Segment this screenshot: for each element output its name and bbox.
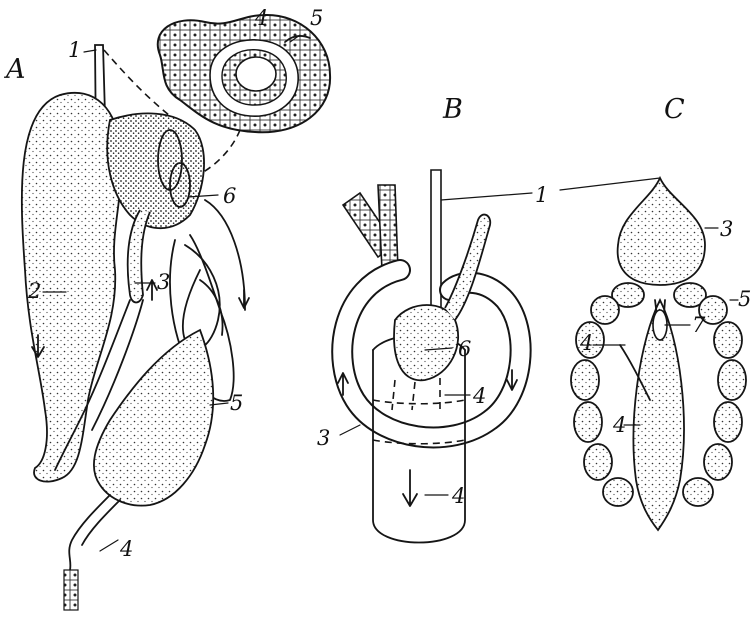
label-a-4: 4 xyxy=(119,537,133,561)
label-a-2: 2 xyxy=(27,279,41,303)
label-c-3: 3 xyxy=(720,217,733,241)
panel-a: A 1 2 3 4 5 6 4 5 xyxy=(3,6,330,610)
label-c-7: 7 xyxy=(692,313,706,337)
bulb-3 xyxy=(618,178,705,285)
label-a-5: 5 xyxy=(230,391,243,415)
panel-b-letter: B xyxy=(442,94,463,125)
arrow-down-4 xyxy=(403,470,417,506)
panel-c-letter: C xyxy=(664,94,685,125)
label-a-inset-5: 5 xyxy=(310,6,323,30)
tip-segments xyxy=(64,570,78,610)
mesh-6 xyxy=(107,113,204,228)
label-c-4-left: 4 xyxy=(579,331,593,355)
label-a-3: 3 xyxy=(157,270,170,294)
label-c-5: 5 xyxy=(738,287,751,311)
panel-a-letter: A xyxy=(3,54,26,85)
panel-c: C 3 4 4 5 7 xyxy=(560,94,751,530)
inset-cross-section xyxy=(158,15,330,132)
label-b-3: 3 xyxy=(317,426,330,450)
label-b-4-lower: 4 xyxy=(451,484,465,508)
label-a-inset-4: 4 xyxy=(254,6,268,30)
vessel-4 xyxy=(94,330,213,506)
label-b-1: 1 xyxy=(535,183,548,207)
organ-6 xyxy=(394,305,458,380)
duct-3 xyxy=(128,210,150,303)
stem-b-1 xyxy=(431,170,441,320)
label-a-6: 6 xyxy=(223,184,236,208)
tube-branch-right xyxy=(378,185,398,270)
label-b-4-upper: 4 xyxy=(472,384,486,408)
panel-b: B 1 3 4 4 6 xyxy=(317,94,548,543)
arrow-down-5 xyxy=(239,290,249,308)
label-b-6: 6 xyxy=(458,337,471,361)
label-a-1: 1 xyxy=(68,38,81,62)
label-c-4-lower: 4 xyxy=(612,413,626,437)
